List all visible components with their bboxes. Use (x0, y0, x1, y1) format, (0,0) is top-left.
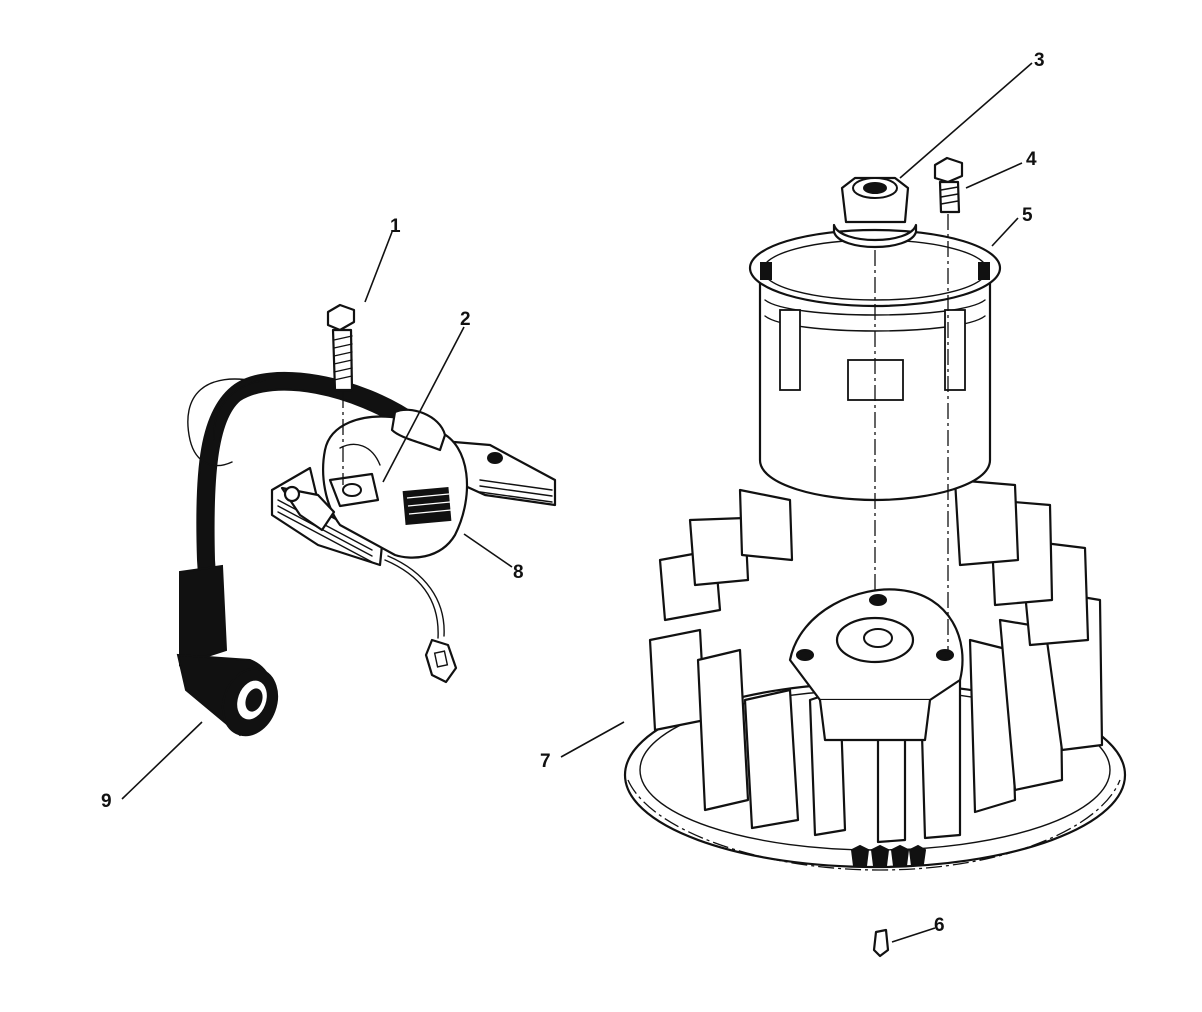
flywheel-assembly (623, 156, 1127, 958)
callout-4: 4 (1026, 149, 1037, 170)
ground-wire (384, 555, 458, 684)
leader-line-7 (560, 721, 625, 758)
leader-line-6 (891, 927, 936, 943)
leader-line-3 (899, 62, 1033, 179)
flywheel-teeth (850, 844, 927, 868)
callout-6: 6 (934, 915, 945, 936)
flywheel-hub (788, 588, 964, 742)
leader-line-2 (382, 326, 465, 483)
ignition-module-assembly (176, 303, 557, 737)
ignition-coil-body (280, 408, 469, 559)
leader-line-8 (463, 533, 513, 568)
flywheel-key (872, 928, 890, 958)
coil-mounting-screw (326, 303, 356, 485)
leader-line-5 (991, 217, 1019, 247)
callout-7: 7 (540, 751, 551, 772)
starter-cup-screw (933, 156, 964, 650)
callout-3: 3 (1034, 50, 1045, 71)
leader-lines (121, 62, 1033, 943)
callout-1: 1 (390, 216, 401, 237)
leader-line-1 (364, 231, 393, 303)
lead-wire-loop (187, 378, 261, 467)
leader-line-9 (121, 721, 203, 800)
callout-2: 2 (460, 309, 471, 330)
flywheel-nut (832, 176, 918, 590)
callout-labels: 1 2 3 4 5 6 7 8 9 (101, 50, 1045, 936)
callout-5: 5 (1022, 205, 1033, 226)
callout-9: 9 (101, 791, 112, 812)
leader-line-4 (965, 162, 1023, 189)
spark-plug-boot (176, 564, 279, 737)
callout-8: 8 (513, 562, 524, 583)
